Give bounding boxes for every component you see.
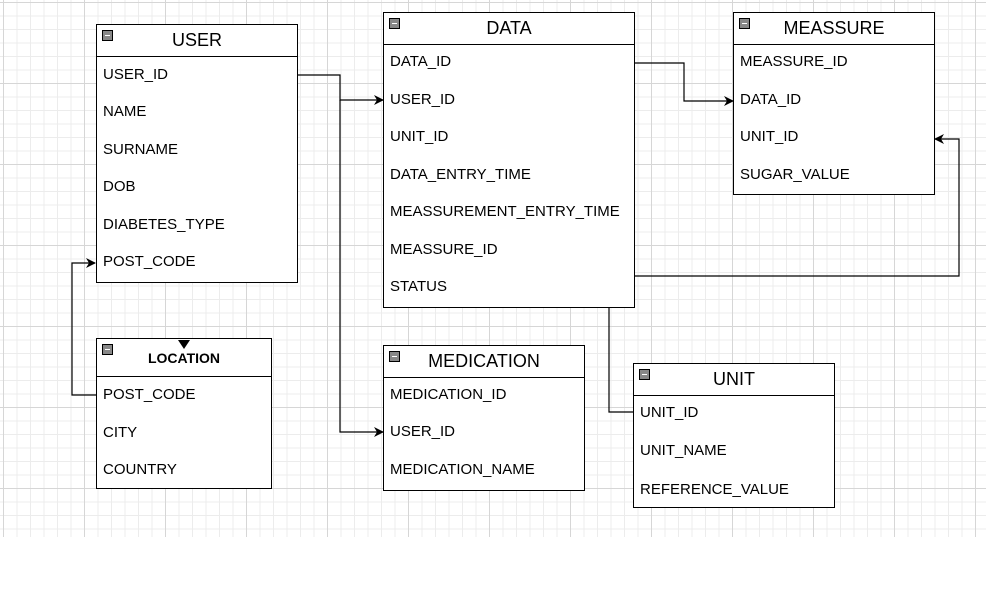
entity-data-title: DATA (486, 18, 532, 38)
collapse-icon[interactable] (102, 30, 113, 41)
diagram-canvas[interactable]: USER USER_ID NAME SURNAME DOB DIABETES_T… (0, 0, 986, 537)
field-dob[interactable]: DOB (103, 178, 136, 195)
field-unit-id[interactable]: UNIT_ID (740, 128, 799, 145)
field-unit-id[interactable]: UNIT_ID (640, 404, 699, 421)
field-unit-name[interactable]: UNIT_NAME (640, 442, 727, 459)
field-surname[interactable]: SURNAME (103, 141, 179, 158)
entity-unit-header[interactable]: UNIT (634, 364, 834, 396)
field-user-id[interactable]: USER_ID (390, 91, 456, 108)
entity-user[interactable]: USER USER_ID NAME SURNAME DOB DIABETES_T… (96, 24, 298, 283)
field-post-code[interactable]: POST_CODE (103, 386, 196, 403)
arrowhead-icon (178, 340, 190, 349)
field-reference-value[interactable]: REFERENCE_VALUE (640, 481, 789, 498)
entity-medication-header[interactable]: MEDICATION (384, 346, 584, 378)
entity-meassure-title: MEASSURE (783, 18, 885, 38)
entity-data[interactable]: DATA DATA_ID USER_ID UNIT_ID DATA_ENTRY_… (383, 12, 635, 308)
field-data-entry-time[interactable]: DATA_ENTRY_TIME (390, 166, 531, 183)
entity-meassure-header[interactable]: MEASSURE (734, 13, 934, 45)
entity-user-title: USER (171, 30, 222, 50)
collapse-icon[interactable] (639, 369, 650, 380)
edge-data-to-meassure[interactable] (634, 62, 734, 106)
collapse-icon[interactable] (389, 351, 400, 362)
field-country[interactable]: COUNTRY (103, 461, 177, 478)
entity-location-header[interactable]: LOCATION (97, 339, 271, 377)
entity-location[interactable]: LOCATION POST_CODE CITY COUNTRY (96, 338, 272, 489)
field-medication-name[interactable]: MEDICATION_NAME (390, 461, 535, 478)
field-diabetes-type[interactable]: DIABETES_TYPE (103, 216, 225, 233)
entity-unit-title: UNIT (713, 369, 755, 389)
field-meassure-id[interactable]: MEASSURE_ID (740, 53, 848, 70)
field-medication-id[interactable]: MEDICATION_ID (390, 386, 507, 403)
entity-data-header[interactable]: DATA (384, 13, 634, 45)
entity-unit[interactable]: UNIT UNIT_ID UNIT_NAME REFERENCE_VALUE (633, 363, 835, 508)
edge-unit-to-meassure[interactable] (608, 134, 960, 413)
entity-medication[interactable]: MEDICATION MEDICATION_ID USER_ID MEDICAT… (383, 345, 585, 491)
field-user-id[interactable]: USER_ID (103, 66, 169, 83)
field-status[interactable]: STATUS (390, 278, 447, 295)
field-data-id[interactable]: DATA_ID (740, 91, 802, 108)
collapse-icon[interactable] (389, 18, 400, 29)
field-post-code[interactable]: POST_CODE (103, 253, 196, 270)
field-data-id[interactable]: DATA_ID (390, 53, 452, 70)
edge-location-to-user[interactable] (71, 258, 96, 396)
field-meassurement-entry-time[interactable]: MEASSUREMENT_ENTRY_TIME (390, 203, 620, 220)
collapse-icon[interactable] (102, 344, 113, 355)
edge-user-to-data[interactable] (297, 74, 384, 105)
entity-medication-title: MEDICATION (428, 351, 540, 371)
entity-meassure[interactable]: MEASSURE MEASSURE_ID DATA_ID UNIT_ID SUG… (733, 12, 935, 195)
field-sugar-value[interactable]: SUGAR_VALUE (740, 166, 850, 183)
field-meassure-id[interactable]: MEASSURE_ID (390, 241, 498, 258)
edge-user-to-medication[interactable] (339, 100, 384, 437)
field-name[interactable]: NAME (103, 103, 147, 120)
collapse-icon[interactable] (739, 18, 750, 29)
field-unit-id[interactable]: UNIT_ID (390, 128, 449, 145)
relationship-edges (71, 62, 960, 437)
entity-user-header[interactable]: USER (97, 25, 297, 57)
field-city[interactable]: CITY (103, 424, 138, 441)
entity-location-title: LOCATION (147, 350, 221, 366)
field-user-id[interactable]: USER_ID (390, 423, 456, 440)
